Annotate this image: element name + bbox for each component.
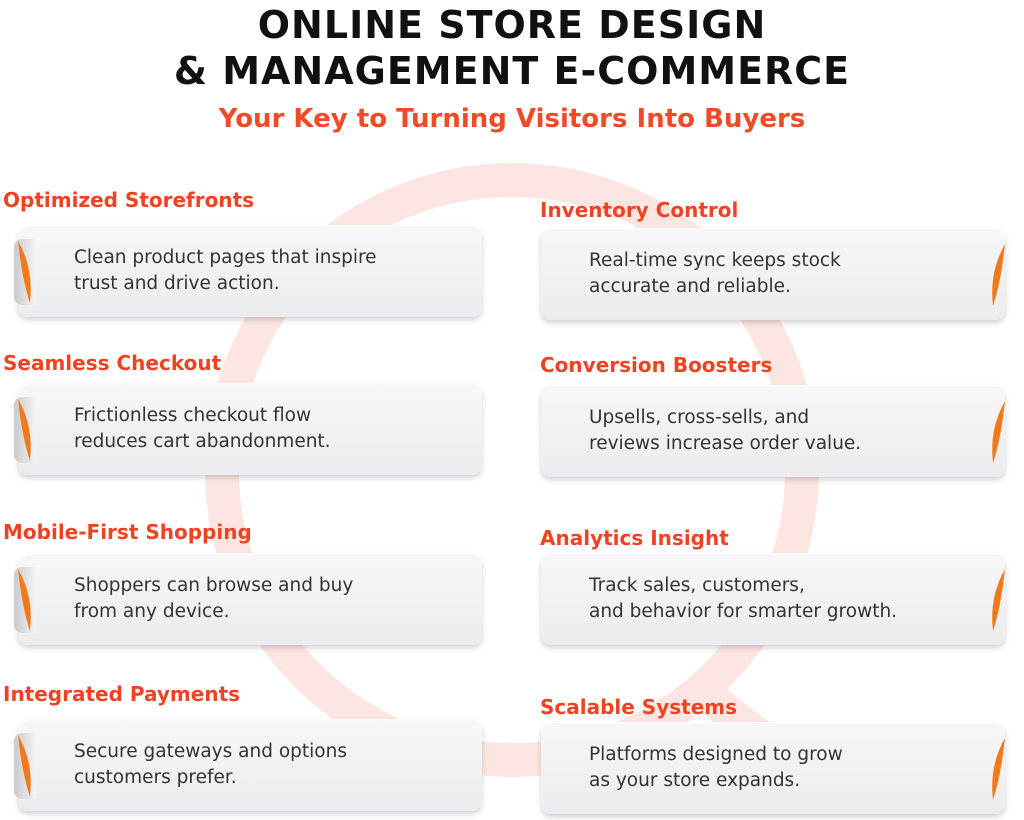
page-curl-icon xyxy=(14,397,36,463)
title-line-2: & MANAGEMENT E-COMMERCE xyxy=(173,49,851,93)
feature-card: Track sales, customers, and behavior for … xyxy=(541,553,1005,645)
feature-text-line: Clean product pages that inspire xyxy=(74,247,377,268)
feature-text-line: accurate and reliable. xyxy=(589,276,791,297)
feature-heading: Analytics Insight xyxy=(540,526,729,550)
feature-text-line: Secure gateways and options xyxy=(74,741,347,762)
feature-text-line: Real-time sync keeps stock xyxy=(589,250,841,271)
feature-text-line: Frictionless checkout flow xyxy=(74,405,312,426)
feature-heading: Integrated Payments xyxy=(3,682,241,706)
feature-text-line: Upsells, cross-sells, and xyxy=(589,407,810,428)
feature-card: Shoppers can browse and buy from any devi… xyxy=(14,553,482,645)
feature-card: Clean product pages that inspire trust an… xyxy=(14,225,482,317)
feature-card: Real-time sync keeps stock accurate and r… xyxy=(541,228,1005,320)
feature-heading: Optimized Storefronts xyxy=(3,188,255,212)
feature-card: Upsells, cross-sells, and reviews increas… xyxy=(541,385,1005,477)
feature-text-line: Track sales, customers, xyxy=(589,575,805,596)
page-curl-icon xyxy=(987,242,1009,308)
feature-text-line: and behavior for smarter growth. xyxy=(589,601,898,622)
page-curl-icon xyxy=(14,567,36,633)
page-curl-icon xyxy=(987,399,1009,465)
feature-text-line: Shoppers can browse and buy xyxy=(74,575,354,596)
feature-heading: Seamless Checkout xyxy=(3,351,222,375)
feature-text-line: Platforms designed to grow xyxy=(589,744,843,765)
feature-text-line: from any device. xyxy=(74,601,230,622)
feature-heading: Mobile-First Shopping xyxy=(3,520,252,544)
page-curl-icon xyxy=(987,567,1009,633)
feature-text-line: trust and drive action. xyxy=(74,273,280,294)
page-curl-icon xyxy=(987,736,1009,802)
title-line-1: ONLINE STORE DESIGN xyxy=(257,3,767,47)
feature-text-line: reviews increase order value. xyxy=(589,433,862,454)
feature-card: Secure gateways and options customers pre… xyxy=(14,719,482,811)
page-curl-icon xyxy=(14,239,36,305)
feature-heading: Scalable Systems xyxy=(540,695,738,719)
feature-text-line: as your store expands. xyxy=(589,770,801,791)
feature-text-line: customers prefer. xyxy=(74,767,237,788)
subtitle: Your Key to Turning Visitors Into Buyers xyxy=(218,104,806,134)
feature-text-line: reduces cart abandonment. xyxy=(74,431,331,452)
feature-card: Frictionless checkout flow reduces cart a… xyxy=(14,383,482,475)
feature-card: Platforms designed to grow as your store … xyxy=(541,722,1005,814)
page-curl-icon xyxy=(14,733,36,799)
feature-heading: Conversion Boosters xyxy=(540,353,773,377)
feature-heading: Inventory Control xyxy=(540,198,739,222)
